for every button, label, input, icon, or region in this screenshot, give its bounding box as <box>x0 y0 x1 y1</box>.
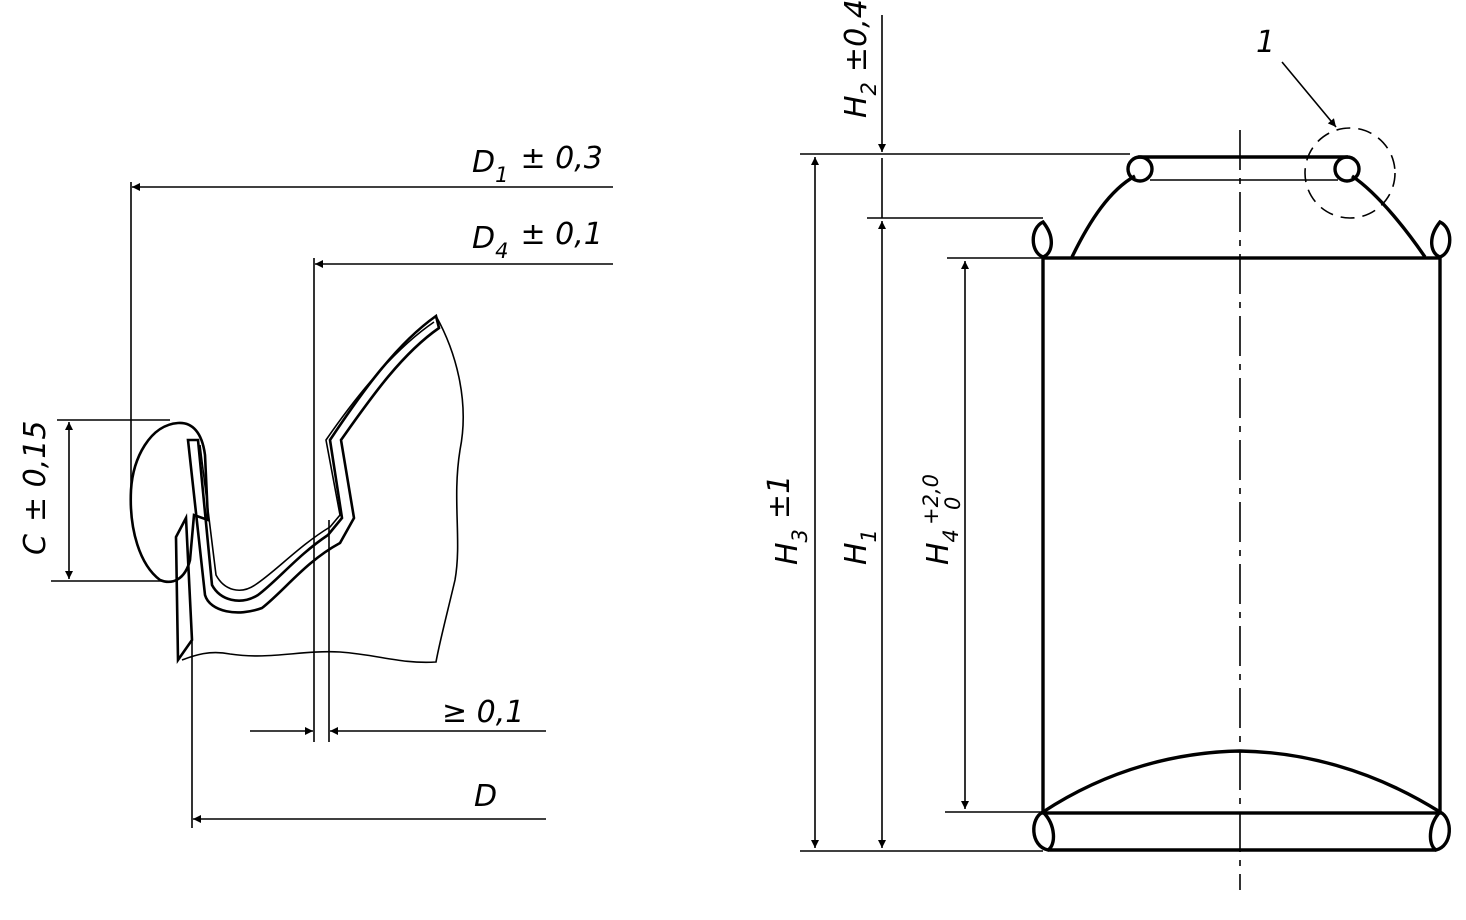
shoulder-inner <box>199 321 435 591</box>
rim-section-detail: D1± 0,3 D4± 0,1 C± 0,15 ≥ 0,1 D <box>18 141 613 828</box>
top-curl-right <box>1333 155 1361 183</box>
callout-leader <box>1281 61 1337 128</box>
container-elevation: 1 H2±0,4 H3±1 H1 H4 +2,0 0 <box>762 0 1452 890</box>
top-cone-left <box>1070 174 1136 258</box>
top-chime-left <box>1031 219 1053 259</box>
d-label: D <box>474 779 497 814</box>
bottom-chime-left <box>1032 809 1056 852</box>
h2-label: H2±0,4 <box>839 0 881 118</box>
body-wall <box>174 513 194 665</box>
d1-label: D1± 0,3 <box>472 141 603 187</box>
shoulder-wall <box>186 313 441 614</box>
top-curl-left <box>1126 155 1154 183</box>
bottom-dome <box>1042 749 1441 814</box>
top-chime-right <box>1430 219 1452 259</box>
break-line <box>181 315 464 664</box>
callout-label: 1 <box>1256 25 1275 60</box>
h4-tol-upper: +2,0 <box>919 474 943 525</box>
top-cone-right <box>1351 174 1427 258</box>
h1-label: H1 <box>839 529 881 565</box>
h3-label: H3±1 <box>762 475 812 565</box>
curl-section <box>129 421 210 584</box>
h4-tol-lower: 0 <box>941 497 965 510</box>
h4-label: H4 <box>921 529 963 565</box>
c-label: C± 0,15 <box>18 421 53 555</box>
container-body <box>1041 256 1442 815</box>
detail-callout-circle <box>1304 127 1396 219</box>
d4-label: D4± 0,1 <box>472 217 603 263</box>
bottom-chime-right <box>1428 809 1451 852</box>
gap-label: ≥ 0,1 <box>442 695 524 730</box>
